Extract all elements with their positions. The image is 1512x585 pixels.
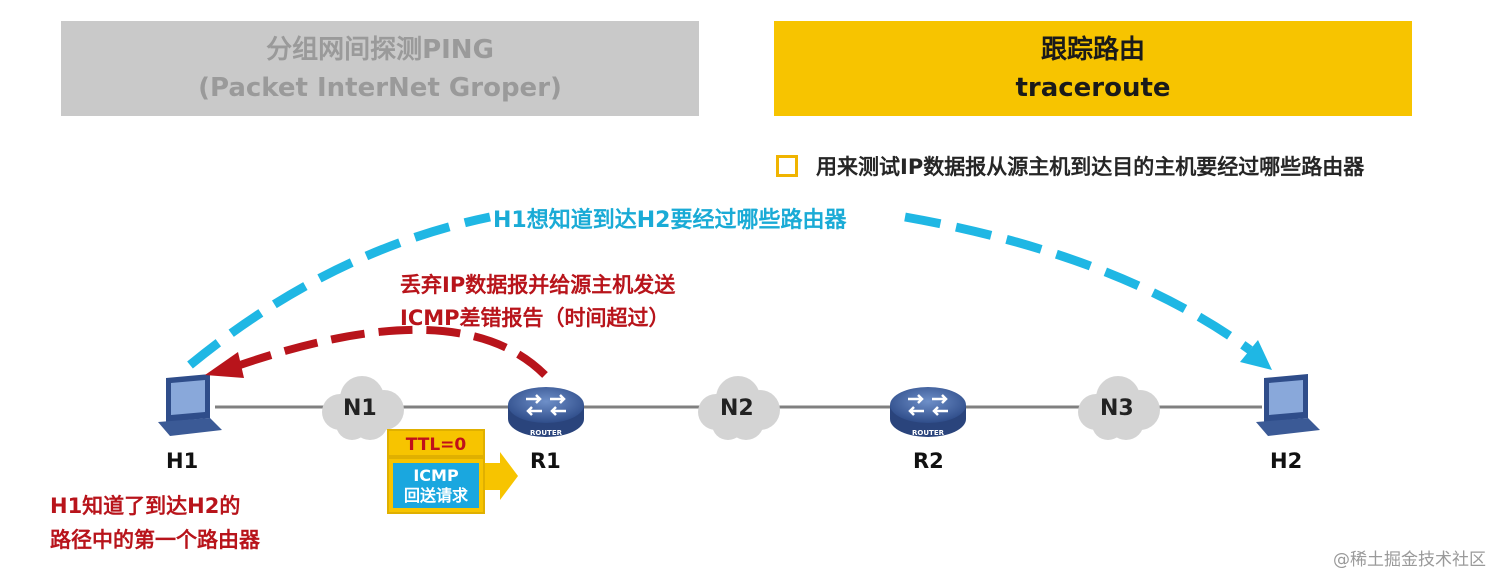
h2-label: H2 bbox=[1270, 449, 1303, 473]
router-r2-badge: ROUTER bbox=[912, 429, 945, 437]
red-arrowhead bbox=[205, 352, 244, 378]
icmp-packet: ICMP 回送请求 bbox=[387, 457, 485, 514]
n2-label: N2 bbox=[720, 396, 754, 421]
watermark: @稀土掘金技术社区 bbox=[1333, 550, 1486, 570]
red-arc-label-1: 丢弃IP数据报并给源主机发送 bbox=[400, 273, 676, 297]
bullet-text: 用来测试IP数据报从源主机到达目的主机要经过哪些路由器 bbox=[816, 155, 1365, 179]
router-r1-badge: ROUTER bbox=[530, 429, 563, 437]
traceroute-tab-title: 跟踪路由 bbox=[1040, 34, 1145, 65]
host-h2-icon bbox=[1256, 374, 1320, 436]
ping-tab-title: 分组网间探测PING bbox=[266, 34, 494, 65]
router-r2-icon: ROUTER bbox=[890, 387, 966, 437]
packet-arrow bbox=[485, 452, 518, 500]
result-label-1: H1知道了到达H2的 bbox=[50, 494, 241, 518]
r1-label: R1 bbox=[530, 449, 561, 473]
traceroute-tab-subtitle: traceroute bbox=[1015, 72, 1171, 103]
host-h1-icon bbox=[158, 374, 222, 436]
red-arc-label-2: ICMP差错报告（时间超过） bbox=[400, 306, 670, 330]
n1-label: N1 bbox=[343, 396, 377, 421]
bullet-row: 用来测试IP数据报从源主机到达目的主机要经过哪些路由器 bbox=[776, 151, 1364, 181]
result-label-2: 路径中的第一个路由器 bbox=[50, 528, 260, 552]
icmp-line-2: 回送请求 bbox=[403, 485, 468, 505]
ping-tab: 分组网间探测PING (Packet InterNet Groper) bbox=[61, 21, 699, 116]
blue-arrowhead bbox=[1240, 340, 1272, 370]
traceroute-tab: 跟踪路由 traceroute bbox=[774, 21, 1412, 116]
blue-arc-label: H1想知道到达H2要经过哪些路由器 bbox=[493, 208, 847, 233]
ttl-field: TTL=0 bbox=[387, 429, 485, 457]
ping-tab-subtitle: (Packet InterNet Groper) bbox=[198, 72, 562, 103]
icmp-line-1: ICMP bbox=[413, 465, 459, 485]
r2-label: R2 bbox=[913, 449, 944, 473]
router-r1-icon: ROUTER bbox=[508, 387, 584, 437]
blue-request-arc bbox=[187, 212, 1253, 369]
h1-label: H1 bbox=[166, 449, 199, 473]
n3-label: N3 bbox=[1100, 396, 1134, 421]
red-error-arc bbox=[238, 325, 548, 378]
bullet-square-icon bbox=[776, 155, 798, 177]
